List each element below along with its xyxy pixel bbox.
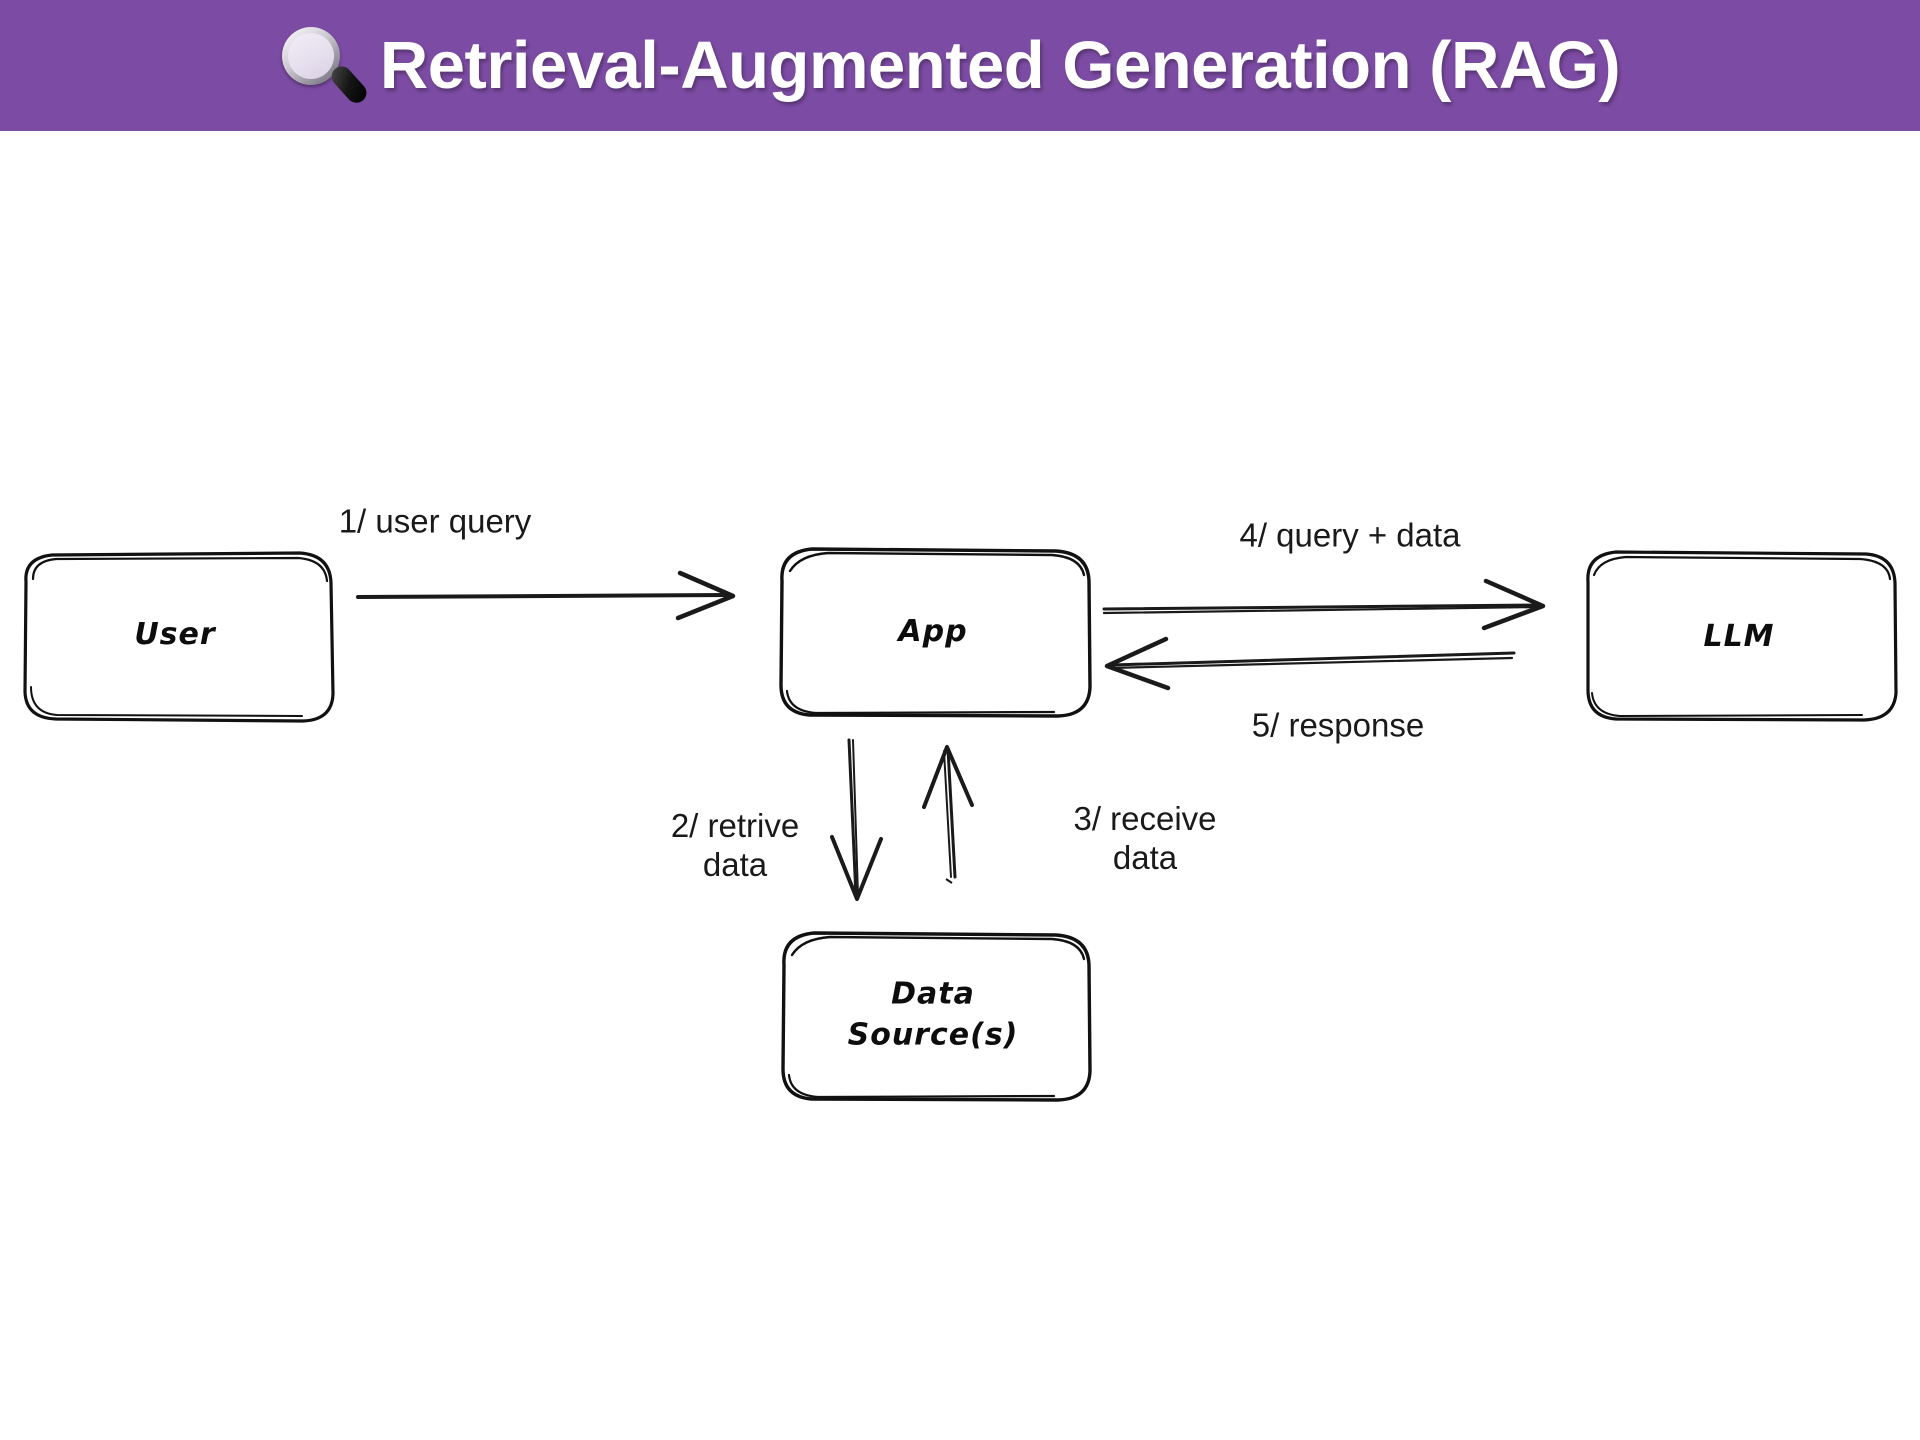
- header-bar: Retrieval-Augmented Generation (RAG): [0, 0, 1920, 131]
- diagram-canvas: [23, 547, 1898, 1102]
- edge-data-source-to-app: [922, 745, 974, 884]
- node-app[interactable]: [779, 547, 1092, 718]
- magnifier-icon: [276, 23, 371, 109]
- edge-user-to-app: [356, 570, 736, 621]
- page-title: Retrieval-Augmented Generation (RAG): [379, 28, 1621, 103]
- rag-flow-diagram: User App LLM Data Source(s) 1/ user quer…: [0, 131, 1920, 1440]
- edge-llm-to-app: [1104, 636, 1516, 691]
- header-content: Retrieval-Augmented Generation (RAG): [276, 23, 1621, 109]
- magnifier-lens-inner: [287, 32, 334, 79]
- node-data-source[interactable]: [781, 931, 1092, 1102]
- node-llm[interactable]: [1586, 550, 1898, 722]
- edge-app-to-data-source: [830, 738, 883, 901]
- node-user[interactable]: [23, 551, 335, 723]
- magnifier-handle: [327, 61, 371, 107]
- edge-app-to-llm: [1102, 578, 1546, 631]
